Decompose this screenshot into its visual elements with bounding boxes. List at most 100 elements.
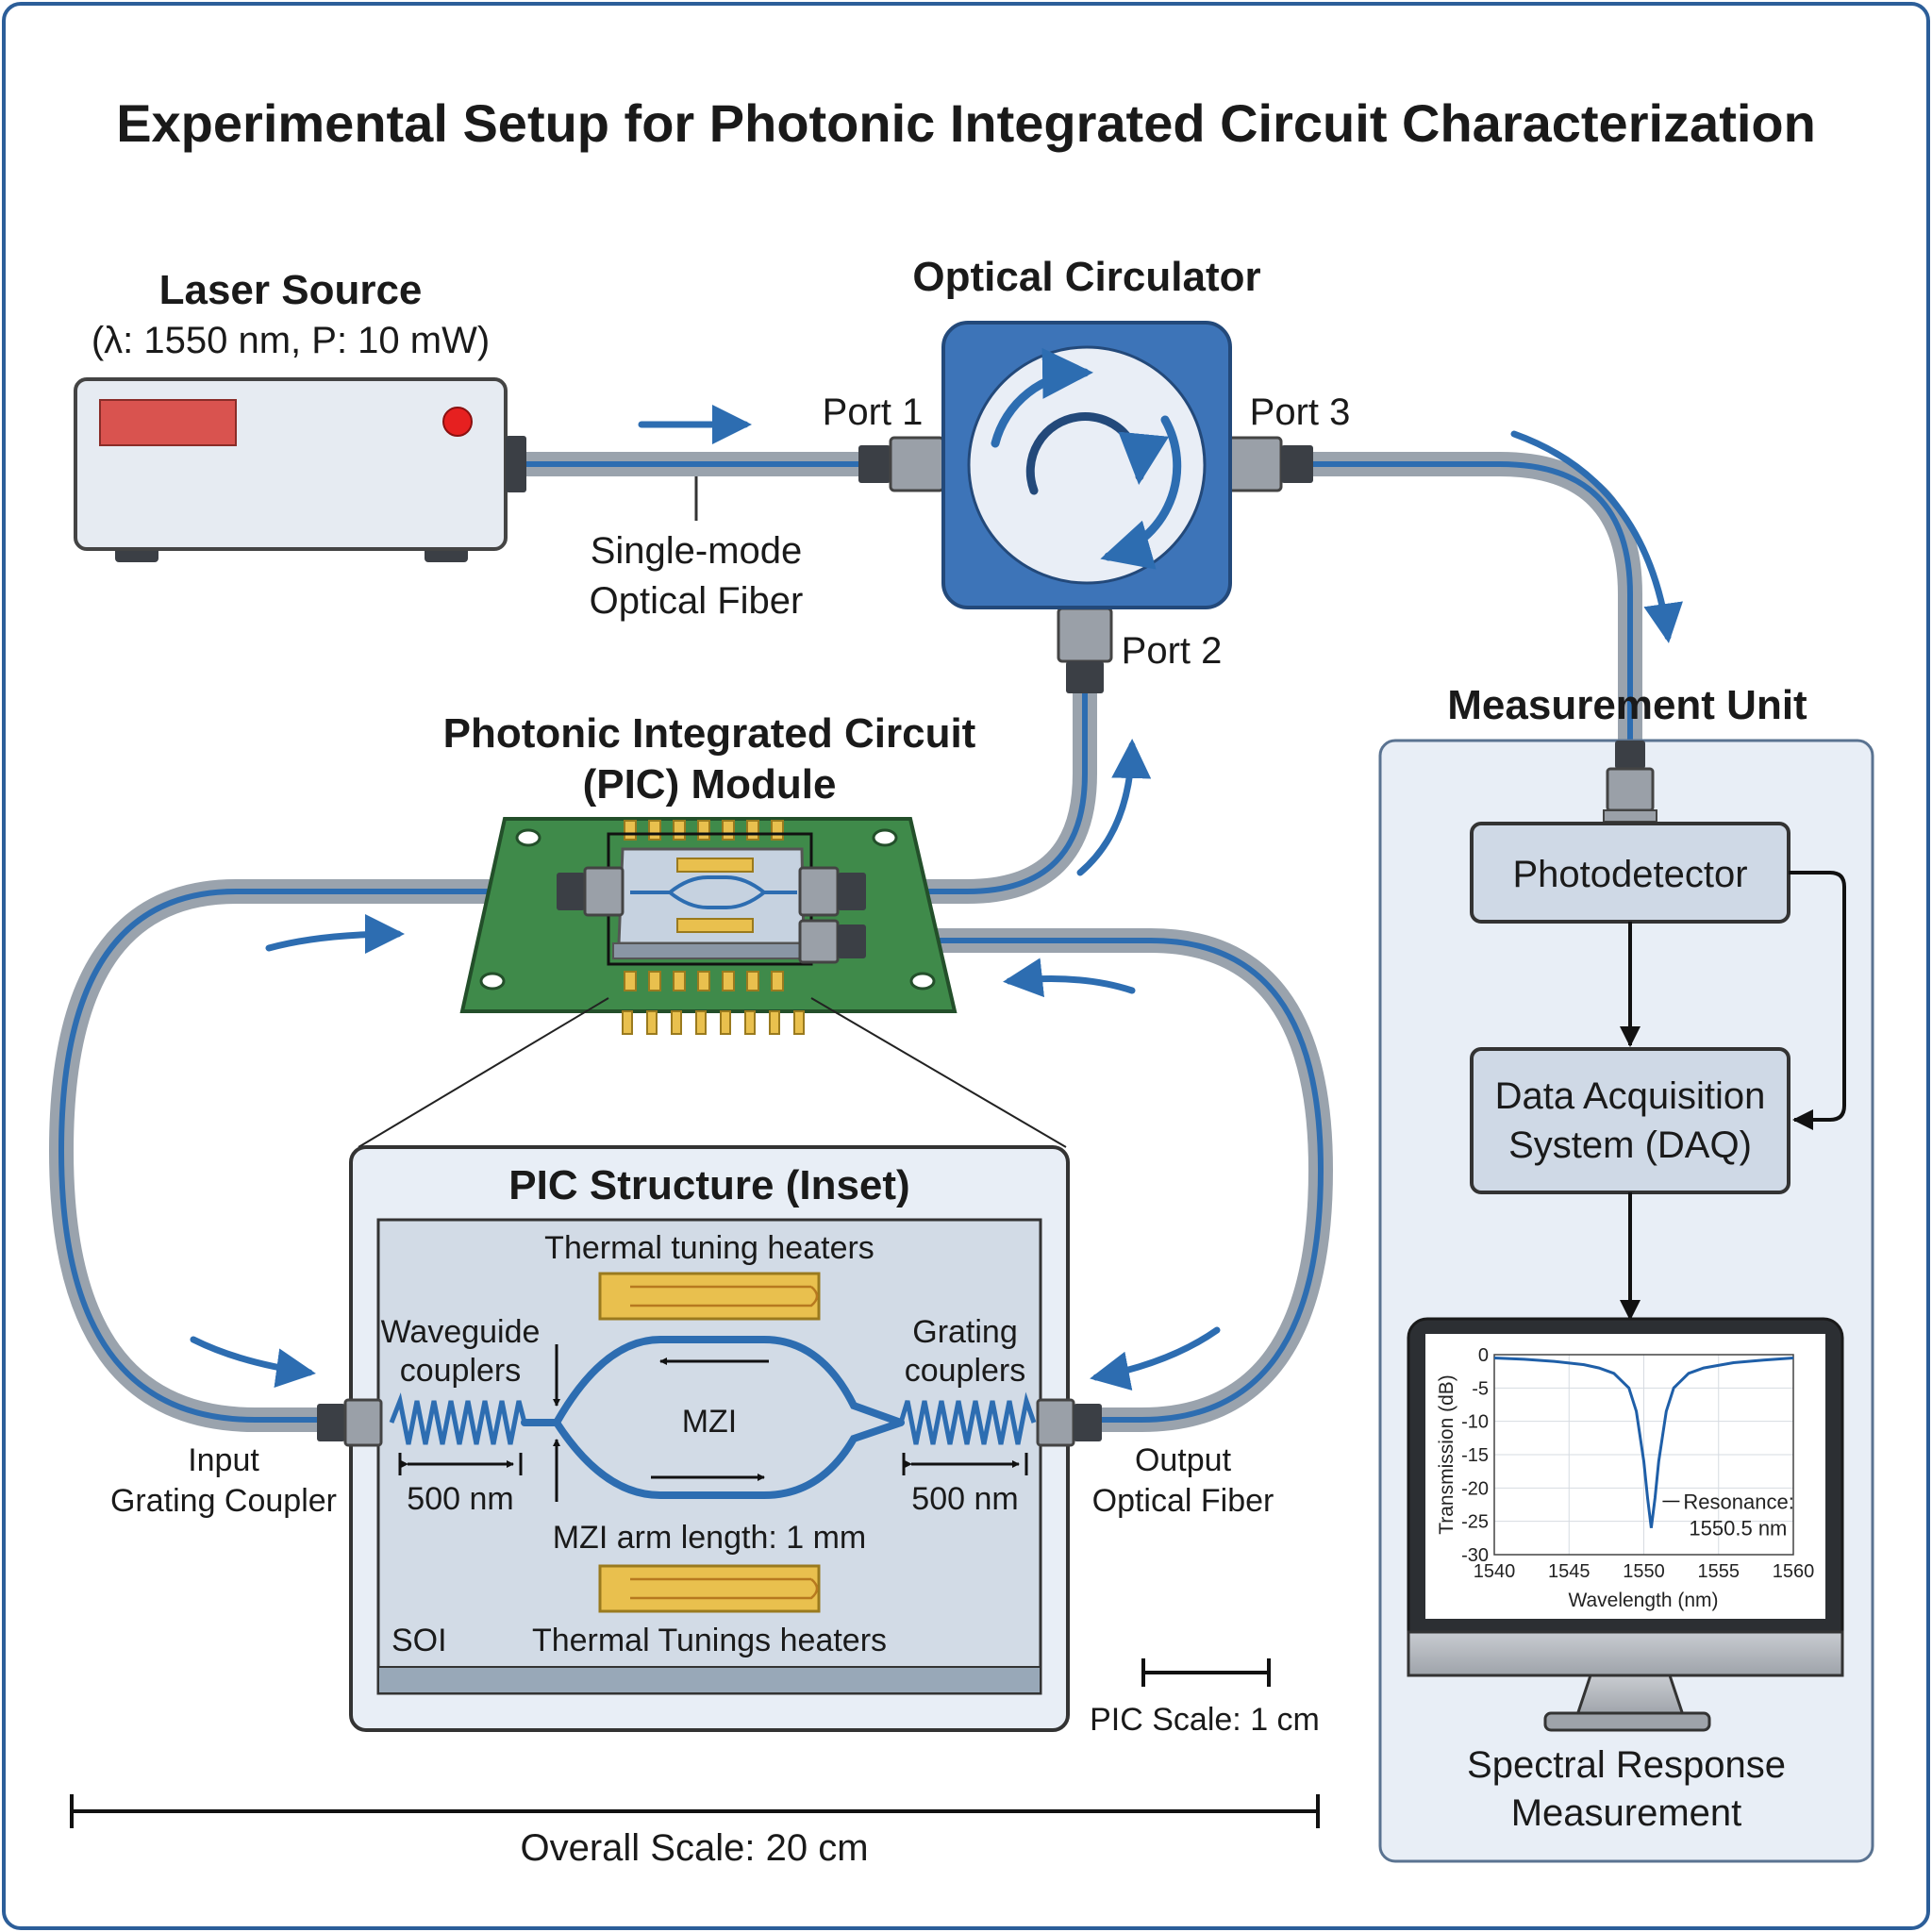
fiber-circulator-to-pic bbox=[837, 676, 1097, 904]
mzi-label: MZI bbox=[682, 1404, 738, 1440]
input-coupler-label-line2: Grating Coupler bbox=[110, 1483, 337, 1519]
monitor-icon bbox=[1407, 1317, 1844, 1732]
daq-label-line1: Data Acquisition bbox=[1495, 1075, 1766, 1117]
port2-connector bbox=[1057, 607, 1113, 663]
port1-connector-dark bbox=[858, 445, 891, 483]
fiber-output-loop bbox=[841, 928, 1334, 1432]
waveguide-couplers-label-line1: Waveguide bbox=[381, 1314, 541, 1350]
laser-led-icon bbox=[442, 407, 473, 437]
chip-pins bbox=[622, 1010, 805, 1035]
pic-scale-label: PIC Scale: 1 cm bbox=[1090, 1702, 1320, 1738]
diagram-title: Experimental Setup for Photonic Integrat… bbox=[116, 93, 1816, 153]
port3-connector bbox=[1226, 436, 1283, 492]
detector-connector-dark bbox=[1615, 741, 1645, 769]
flow-arrow-input-top bbox=[265, 914, 405, 955]
pic-module: Photonic Integrated Circuit (PIC) Module bbox=[358, 710, 1067, 1148]
chart-y-axis-label: Transmission (dB) bbox=[1436, 1374, 1457, 1535]
measurement-unit: Measurement Unit Photodetector Data Acqu… bbox=[1378, 682, 1874, 1863]
inset-title: PIC Structure (Inset) bbox=[508, 1162, 909, 1208]
pic-module-title-line2: (PIC) Module bbox=[583, 761, 837, 808]
fiber-input-loop bbox=[48, 879, 569, 1432]
inset-output-connector bbox=[1036, 1398, 1075, 1447]
flow-arrow-to-detector bbox=[1510, 430, 1683, 643]
port1-label: Port 1 bbox=[823, 391, 924, 433]
x-tick-label: 1540 bbox=[1474, 1561, 1516, 1582]
x-tick-label: 1545 bbox=[1548, 1561, 1591, 1582]
heater-bottom-icon bbox=[598, 1564, 821, 1613]
y-tick-label: -5 bbox=[1472, 1378, 1489, 1399]
monitor-neck bbox=[1574, 1674, 1686, 1717]
pic-left-connector bbox=[583, 866, 625, 917]
resonance-annotation-line1: Resonance: bbox=[1683, 1490, 1793, 1513]
arrow-pd-side-to-daq bbox=[1789, 871, 1846, 1130]
port2-label: Port 2 bbox=[1122, 630, 1223, 672]
circulator-title: Optical Circulator bbox=[912, 254, 1260, 300]
left-dimension-line bbox=[398, 1453, 523, 1475]
laser-display bbox=[99, 399, 237, 446]
right-dimension-line bbox=[902, 1453, 1028, 1475]
circulator-dial bbox=[967, 345, 1207, 585]
pic-structure-inset: PIC Structure (Inset) Thermal tuning hea… bbox=[317, 1145, 1102, 1732]
heater-top-trace bbox=[630, 1285, 819, 1307]
daq-box bbox=[1470, 1047, 1790, 1194]
pic-right-bottom-connector-dark bbox=[838, 924, 866, 958]
series-line-transmission bbox=[1493, 1357, 1794, 1528]
laser-title: Laser Source bbox=[159, 267, 423, 313]
port3-label: Port 3 bbox=[1250, 391, 1351, 433]
pic-left-connector-dark bbox=[557, 873, 585, 910]
flow-arrow-input-bottom bbox=[190, 1336, 316, 1389]
heater-top-icon bbox=[598, 1272, 821, 1321]
pic-scale-bar bbox=[1141, 1658, 1271, 1687]
grating-couplers-label-line1: Grating bbox=[912, 1314, 1018, 1350]
spectral-caption-line2: Measurement bbox=[1511, 1792, 1742, 1834]
pic-right-top-connector bbox=[798, 866, 840, 917]
mzi-arm-length-label: MZI arm length: 1 mm bbox=[553, 1520, 867, 1556]
dim-left-label: 500 nm bbox=[407, 1481, 513, 1517]
monitor-chin bbox=[1407, 1630, 1844, 1677]
port3-connector-dark bbox=[1281, 445, 1313, 483]
optical-circulator: Optical Circulator Port 1 Port 3 Port 2 bbox=[823, 254, 1351, 693]
y-tick-label: -15 bbox=[1461, 1445, 1489, 1466]
left-grating-coupler-icon bbox=[389, 1392, 527, 1445]
zoom-line-right bbox=[810, 997, 1067, 1148]
chip-heater-top bbox=[676, 858, 754, 873]
laser-output-connector bbox=[506, 436, 526, 492]
pic-right-bottom-connector bbox=[798, 919, 840, 964]
pcb-mounting-holes bbox=[479, 828, 936, 991]
chip-mzi-waveguide bbox=[630, 875, 797, 909]
inset-input-connector-dark bbox=[317, 1404, 345, 1441]
heaters-bottom-label: Thermal Tunings heaters bbox=[532, 1623, 887, 1658]
flow-arrow-output-bottom bbox=[1090, 1326, 1221, 1391]
bottom-contact-pads bbox=[624, 971, 784, 991]
x-tick-label: 1550 bbox=[1623, 1561, 1665, 1582]
chip-substrate bbox=[612, 942, 808, 959]
inset-input-connector bbox=[343, 1398, 383, 1447]
fiber-circulator-to-photodetector bbox=[1299, 452, 1642, 758]
top-contact-pads bbox=[624, 820, 784, 841]
output-fiber-label-line1: Output bbox=[1135, 1442, 1232, 1478]
overall-scale-bar bbox=[70, 1794, 1320, 1828]
detector-connector-base bbox=[1603, 809, 1657, 823]
chip-heater-bottom bbox=[676, 918, 754, 933]
y-tick-label: -20 bbox=[1461, 1478, 1489, 1499]
x-tick-label: 1560 bbox=[1773, 1561, 1815, 1582]
right-grating-coupler-icon bbox=[898, 1391, 1037, 1445]
y-tick-label: -30 bbox=[1461, 1545, 1489, 1566]
laser-spec: (λ: 1550 nm, P: 10 mW) bbox=[92, 320, 490, 361]
port2-connector-dark bbox=[1066, 661, 1104, 693]
measurement-title: Measurement Unit bbox=[1447, 682, 1807, 728]
input-coupler-label-line1: Input bbox=[188, 1442, 259, 1478]
dim-right-label: 500 nm bbox=[911, 1481, 1018, 1517]
inset-output-connector-dark bbox=[1074, 1404, 1102, 1441]
flow-arrows bbox=[190, 405, 1683, 1391]
fiber-label-line2: Optical Fiber bbox=[590, 580, 804, 622]
soi-label: SOI bbox=[391, 1623, 447, 1658]
x-tick-label: 1555 bbox=[1698, 1561, 1740, 1582]
y-tick-label: -10 bbox=[1461, 1412, 1489, 1433]
chart-x-axis-label: Wavelength (nm) bbox=[1568, 1590, 1718, 1611]
overall-scale-label: Overall Scale: 20 cm bbox=[520, 1827, 868, 1869]
heaters-top-label: Thermal tuning heaters bbox=[544, 1230, 874, 1266]
